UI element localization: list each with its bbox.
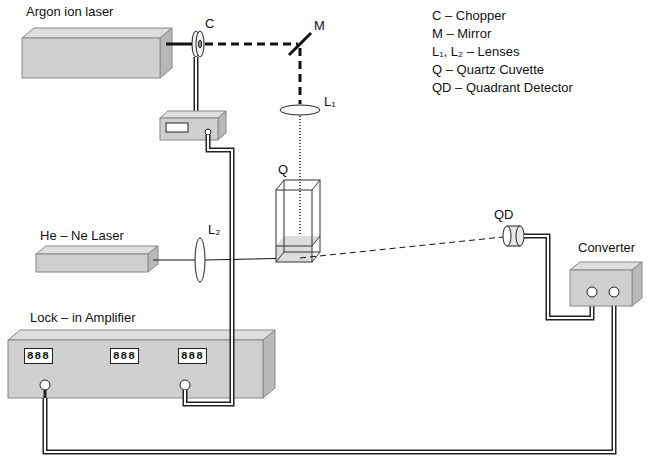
part-label: L₁ (324, 94, 336, 110)
node-heading: Argon ion laser (22, 4, 160, 20)
display-digits: 888 (110, 348, 139, 364)
laser-box: He – Ne Laser (36, 228, 148, 272)
part-label: QD (494, 207, 514, 223)
node-face (22, 38, 160, 78)
detector-symbol (503, 226, 524, 246)
part-label: L₂ (208, 222, 220, 238)
converter-box: Converter (570, 240, 635, 306)
legend-note: L₁, L₂ – Lenses (432, 44, 520, 60)
converter-housing (570, 262, 642, 306)
cable-outer (45, 306, 614, 452)
node-face (36, 254, 148, 272)
pump-beam (299, 48, 302, 104)
jack-stub (44, 390, 47, 398)
node-face (570, 270, 632, 306)
node-heading: He – Ne Laser (36, 228, 148, 244)
lockin-housing (8, 330, 275, 398)
cable (195, 57, 197, 112)
lens-symbol (195, 238, 205, 282)
display-digits: 888 (24, 348, 53, 364)
focused-beam (299, 116, 301, 256)
pump-beam (205, 43, 298, 46)
legend-note: C – Chopper (432, 8, 506, 24)
node-heading: Converter (570, 240, 635, 256)
chopper-controller (160, 111, 226, 140)
probe-beam (153, 260, 195, 261)
hene-laser-housing (36, 246, 158, 272)
lens-symbol (280, 105, 320, 115)
chopper-symbol (192, 31, 204, 57)
display-digits: 888 (178, 348, 207, 364)
laser-beam (166, 43, 192, 46)
cable-inner (45, 306, 614, 452)
legend-note: QD – Quadrant Detector (432, 80, 573, 96)
cuvette-symbol (276, 180, 320, 262)
deflected-beam (300, 237, 503, 258)
part-label: Q (278, 162, 288, 178)
cable (45, 306, 614, 452)
node-heading: Lock – in Amplifier (8, 310, 263, 326)
legend-note: Q – Quartz Cuvette (432, 62, 544, 78)
part-label: M (314, 18, 325, 34)
legend-note: M – Mirror (432, 26, 491, 42)
laser-box: Argon ion laser (22, 4, 160, 78)
argon-laser-housing (22, 28, 172, 78)
cable (194, 57, 199, 112)
part-label: C (205, 16, 214, 32)
